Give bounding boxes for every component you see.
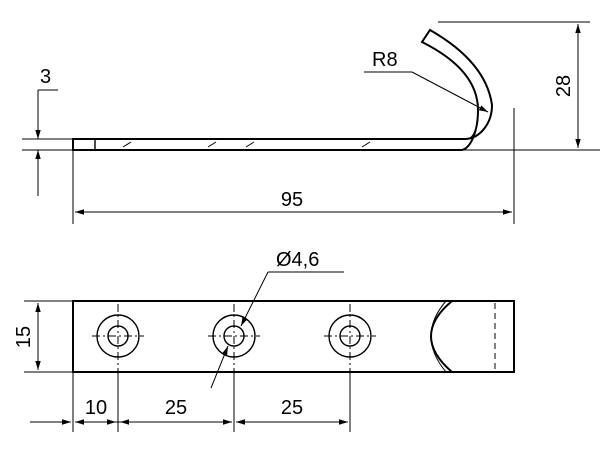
hole-1 xyxy=(92,304,144,368)
top-bend-curve-inner xyxy=(430,300,447,373)
thickness-label: 3 xyxy=(40,66,51,88)
hole-diameter-leader-tail xyxy=(210,345,229,389)
side-bend-inner-line xyxy=(465,119,479,140)
radius-label: R8 xyxy=(372,49,398,71)
top-view xyxy=(24,271,515,432)
radius-leader-arrow xyxy=(411,71,489,113)
side-hatching xyxy=(122,141,371,148)
hole-diameter-label: Ø4,6 xyxy=(276,249,319,271)
width-label: 15 xyxy=(13,326,35,348)
edge-offset-label: 10 xyxy=(85,397,107,419)
top-plate-outline xyxy=(72,300,515,373)
spacing-label-2: 25 xyxy=(281,397,303,419)
top-bend-curve-outer xyxy=(430,300,453,373)
height-label: 28 xyxy=(553,75,575,97)
length-label: 95 xyxy=(281,189,303,211)
hole-3 xyxy=(324,304,376,368)
side-view xyxy=(22,21,600,224)
hole-2 xyxy=(208,304,260,368)
spacing-label-1: 25 xyxy=(165,397,187,419)
side-strap-outline xyxy=(72,28,494,151)
hole-diameter-leader xyxy=(240,271,269,327)
